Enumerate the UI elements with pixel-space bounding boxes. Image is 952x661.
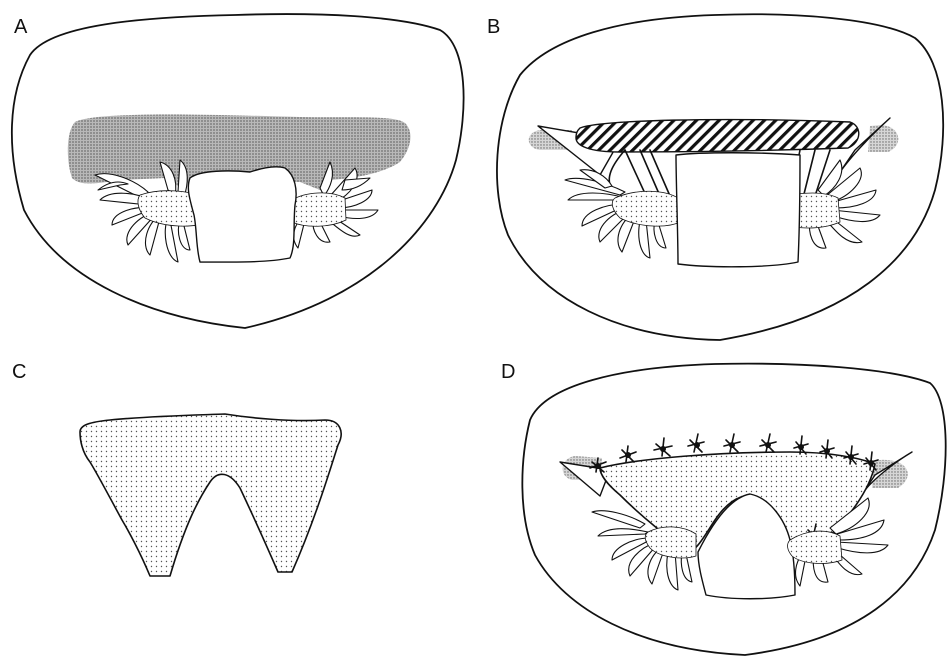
panel-b-hatched-patch (576, 120, 859, 152)
panel-d-label: D (501, 361, 515, 383)
panel-c-label: C (12, 361, 26, 383)
panel-a: A (12, 14, 464, 328)
panel-a-label: A (14, 16, 28, 38)
panel-a-right-stippled-patch (289, 193, 346, 226)
panel-c-patch-shape (80, 414, 341, 576)
panel-b-central-orifice (676, 153, 800, 267)
panel-c: C (12, 361, 341, 576)
panel-a-central-orifice (188, 167, 296, 262)
panel-d: D (501, 361, 946, 655)
panel-b: B (487, 14, 943, 340)
panel-b-label: B (487, 16, 500, 38)
